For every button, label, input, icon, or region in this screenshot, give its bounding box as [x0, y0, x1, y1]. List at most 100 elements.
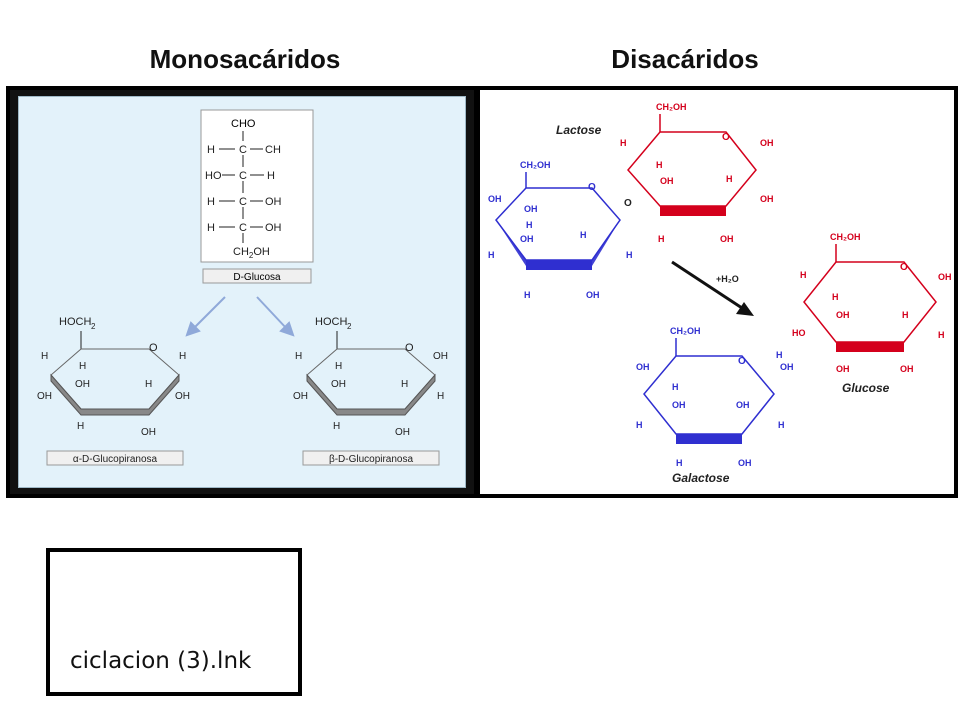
lac-gal-l4: H: [580, 230, 587, 240]
galactose-product: CH₂OH O OH H OH H H OH OH H OH H OH: [636, 326, 794, 468]
glycosidic-o: O: [624, 198, 632, 209]
gal-ch2oh: CH₂OH: [670, 326, 701, 336]
lac-glc-l0: H: [620, 138, 627, 148]
alpha-l2: OH: [75, 379, 90, 390]
alpha-l8: OH: [141, 427, 156, 438]
gal-l3: H: [776, 350, 783, 360]
beta-l6: OH: [395, 427, 410, 438]
gal-ring-o: O: [738, 356, 746, 367]
hydrolysis-arrow: +H₂O: [671, 260, 754, 316]
lac-glc-l1: OH: [760, 138, 774, 148]
alpha-ch2-sub: 2: [91, 322, 96, 331]
alpha-l4: H: [179, 351, 186, 362]
gal-l0: OH: [636, 362, 650, 372]
fischer-r2-right: OH: [265, 196, 282, 208]
glc-l2: H: [832, 292, 839, 302]
lac-gal-l5: OH: [520, 234, 534, 244]
alpha-glucopyranose: HOCH 2 O H H OH H H OH OH H OH H α-D-Glu…: [37, 316, 190, 466]
lac-glc-l2: H: [656, 160, 663, 170]
gal-l4: H: [636, 420, 643, 430]
beta-ch2: HOCH: [315, 316, 347, 328]
fischer-caption-box: [202, 268, 312, 284]
beta-l3: H: [401, 379, 408, 390]
lactose-label: Lactose: [556, 123, 602, 137]
cyclization-arrows: [185, 296, 295, 337]
lac-glc-ch2oh: CH₂OH: [656, 102, 687, 112]
fischer-r3-right: OH: [265, 222, 282, 234]
fischer-top: CHO: [231, 118, 256, 130]
lac-gal-l0: OH: [488, 194, 502, 204]
disaccharides-diagram: Lactose CH₂OH O OH H OH H H OH OH H H O …: [488, 102, 952, 485]
galactose-label: Galactose: [672, 471, 730, 485]
fischer-r0-right: CH: [265, 144, 281, 156]
beta-l8: H: [437, 391, 444, 402]
gal-l7: H: [676, 458, 683, 468]
fischer-r3-left: H: [207, 222, 215, 234]
lactose-glucose-unit: CH₂OH O H OH H H OH OH H H OH H: [620, 102, 774, 244]
alpha-l0: H: [41, 351, 48, 362]
shortcut-link[interactable]: ciclacion (3).lnk: [46, 548, 302, 696]
fischer-r1-c: C: [239, 170, 247, 182]
svg-text:CH2OH: CH2OH: [233, 246, 270, 260]
lac-gal-l3: H: [526, 220, 533, 230]
lactose-galactose-unit: CH₂OH O OH H OH H H OH OH H H: [488, 160, 633, 300]
fischer-r0-c: C: [239, 144, 247, 156]
glucose-product: CH₂OH O OH H H HO OH H H OH OH H: [792, 232, 952, 374]
lac-gal-ch2oh: CH₂OH: [520, 160, 551, 170]
alpha-l1: H: [79, 361, 86, 372]
fischer-bottom-suffix: OH: [253, 246, 270, 258]
lac-glc-l6: H: [658, 234, 665, 244]
alpha-l5: OH: [175, 391, 190, 402]
lac-glc-l4: OH: [660, 176, 674, 186]
fischer-r3-c: C: [239, 222, 247, 234]
alpha-l6: OH: [37, 391, 52, 402]
beta-l4: OH: [433, 351, 448, 362]
monosaccharides-figure: CHO H C CH HO C H H C OH H C OH: [18, 96, 466, 488]
heading-disacaridos: Disacáridos: [611, 44, 759, 74]
glc-l7: OH: [900, 364, 914, 374]
glc-ch2oh: CH₂OH: [830, 232, 861, 242]
alpha-l3: H: [145, 379, 152, 390]
glc-l5: H: [902, 310, 909, 320]
glc-l0: OH: [938, 272, 952, 282]
monosaccharides-panel: CHO H C CH HO C H H C OH H C OH: [6, 86, 478, 498]
lac-gal-l2: OH: [524, 204, 538, 214]
beta-l0: H: [295, 351, 302, 362]
gal-l6: OH: [736, 400, 750, 410]
gal-l8: OH: [738, 458, 752, 468]
lac-gal-l8: H: [626, 250, 633, 260]
alpha-ring-o: O: [149, 342, 158, 354]
lac-glc-l8: OH: [720, 234, 734, 244]
glc-l3: HO: [792, 328, 806, 338]
alpha-ch2: HOCH: [59, 316, 91, 328]
beta-l7: H: [333, 421, 340, 432]
monosaccharides-diagram: CHO H C CH HO C H H C OH H C OH: [37, 109, 448, 466]
glc-l4: OH: [836, 310, 850, 320]
gal-l9: H: [778, 420, 785, 430]
shortcut-label[interactable]: ciclacion (3).lnk: [70, 648, 252, 674]
fischer-caption: D-Glucosa: [233, 272, 281, 283]
fischer-rows: H C CH HO C H H C OH H C OH: [205, 144, 282, 234]
fischer-bottom-sub: 2: [249, 251, 254, 260]
fischer-box: [200, 109, 314, 263]
glc-ring-o: O: [900, 262, 908, 273]
lac-gal-ring-o: O: [588, 182, 596, 193]
lac-gal-l6: OH: [586, 290, 600, 300]
alpha-l7: H: [77, 421, 84, 432]
beta-caption: β-D-Glucopiranosa: [329, 454, 414, 465]
lac-glc-ring-o: O: [722, 132, 730, 143]
fischer-r1-right: H: [267, 170, 275, 182]
glucose-label: Glucose: [842, 381, 890, 395]
gal-l1: H: [672, 382, 679, 392]
heading-monosacaridos: Monosacáridos: [149, 44, 341, 74]
disaccharides-panel: Lactose CH₂OH O OH H OH H H OH OH H H O …: [476, 86, 958, 498]
lac-glc-l5: OH: [760, 194, 774, 204]
glc-l6: H: [938, 330, 945, 340]
fischer-r1-left: HO: [205, 170, 222, 182]
lac-gal-l7: H: [524, 290, 531, 300]
fischer-r2-c: C: [239, 196, 247, 208]
beta-ch2-sub: 2: [347, 322, 352, 331]
beta-l5: OH: [293, 391, 308, 402]
beta-glucopyranose: HOCH 2 O H H OH H OH OH OH H H OH β-D-Gl…: [293, 316, 448, 466]
fischer-r0-left: H: [207, 144, 215, 156]
